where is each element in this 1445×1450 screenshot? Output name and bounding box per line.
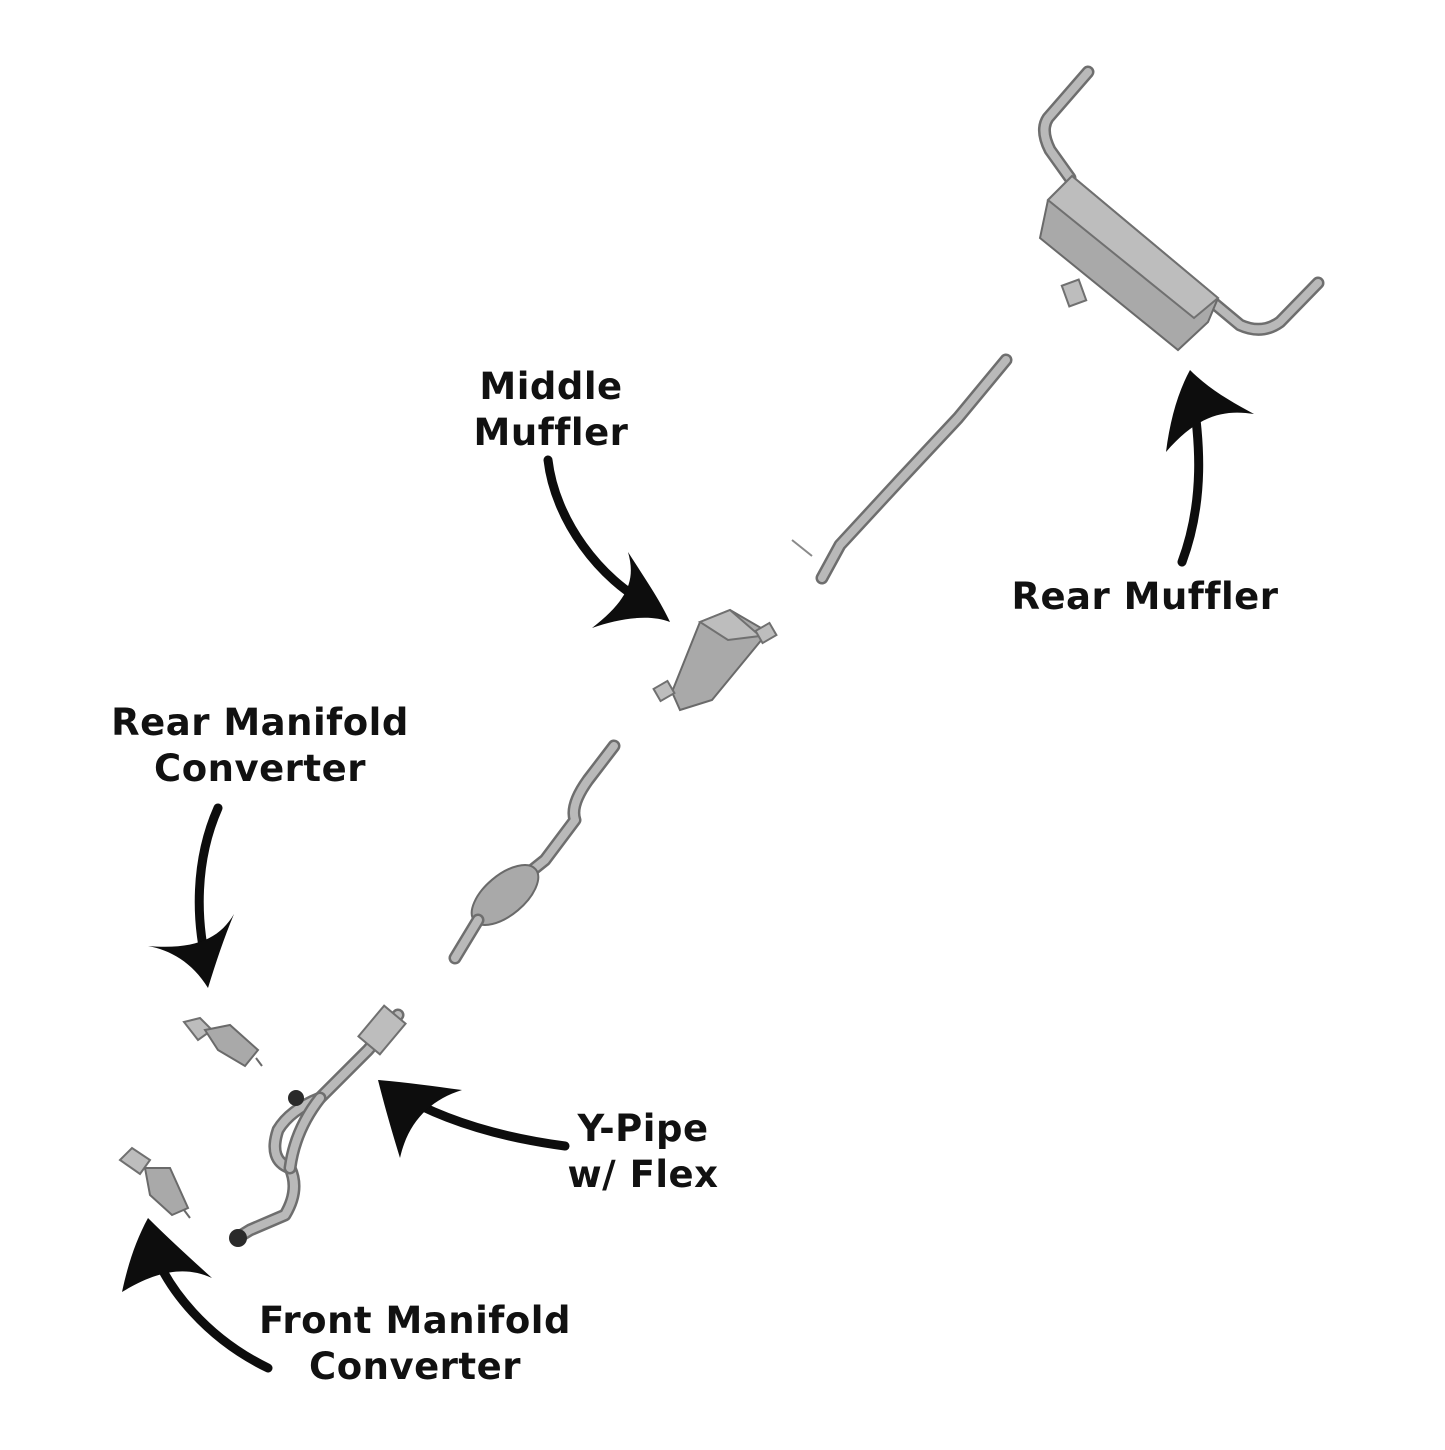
- y-pipe-label-line2: w/ Flex: [567, 1153, 719, 1196]
- middle-muffler-label-line2: Muffler: [473, 411, 629, 454]
- y-pipe-label-line1: Y-Pipe: [577, 1107, 709, 1150]
- middle-muffler-arrow: [543, 455, 670, 628]
- y-pipe-label: Y-Pipe w/ Flex: [548, 1106, 738, 1198]
- center-converter-pipe: [448, 739, 621, 965]
- rear-muffler-label-line1: Rear Muffler: [1011, 575, 1279, 618]
- front-manifold-converter-part: [118, 1146, 191, 1219]
- middle-muffler-label-line1: Middle: [479, 365, 623, 408]
- middle-muffler-part: [652, 608, 778, 712]
- rear-muffler-part: [1038, 65, 1325, 352]
- middle-muffler-label: Middle Muffler: [446, 364, 656, 456]
- front-manifold-converter-label: Front Manifold Converter: [250, 1298, 580, 1390]
- rear-manifold-converter-part: [182, 1016, 263, 1068]
- rear-manifold-converter-label-line2: Converter: [154, 747, 366, 790]
- front-manifold-converter-arrow: [122, 1218, 273, 1373]
- intermediate-pipe-upper: [791, 353, 1013, 585]
- front-manifold-converter-label-line1: Front Manifold: [259, 1299, 571, 1342]
- rear-manifold-converter-arrow: [148, 803, 234, 988]
- rear-muffler-label: Rear Muffler: [1000, 574, 1290, 620]
- y-pipe-part: [229, 1004, 407, 1247]
- rear-manifold-converter-label-line1: Rear Manifold: [111, 701, 409, 744]
- front-manifold-converter-label-line2: Converter: [309, 1345, 521, 1388]
- rear-muffler-arrow: [1166, 370, 1254, 567]
- rear-manifold-converter-label: Rear Manifold Converter: [100, 700, 420, 792]
- y-pipe-arrow: [378, 1080, 570, 1158]
